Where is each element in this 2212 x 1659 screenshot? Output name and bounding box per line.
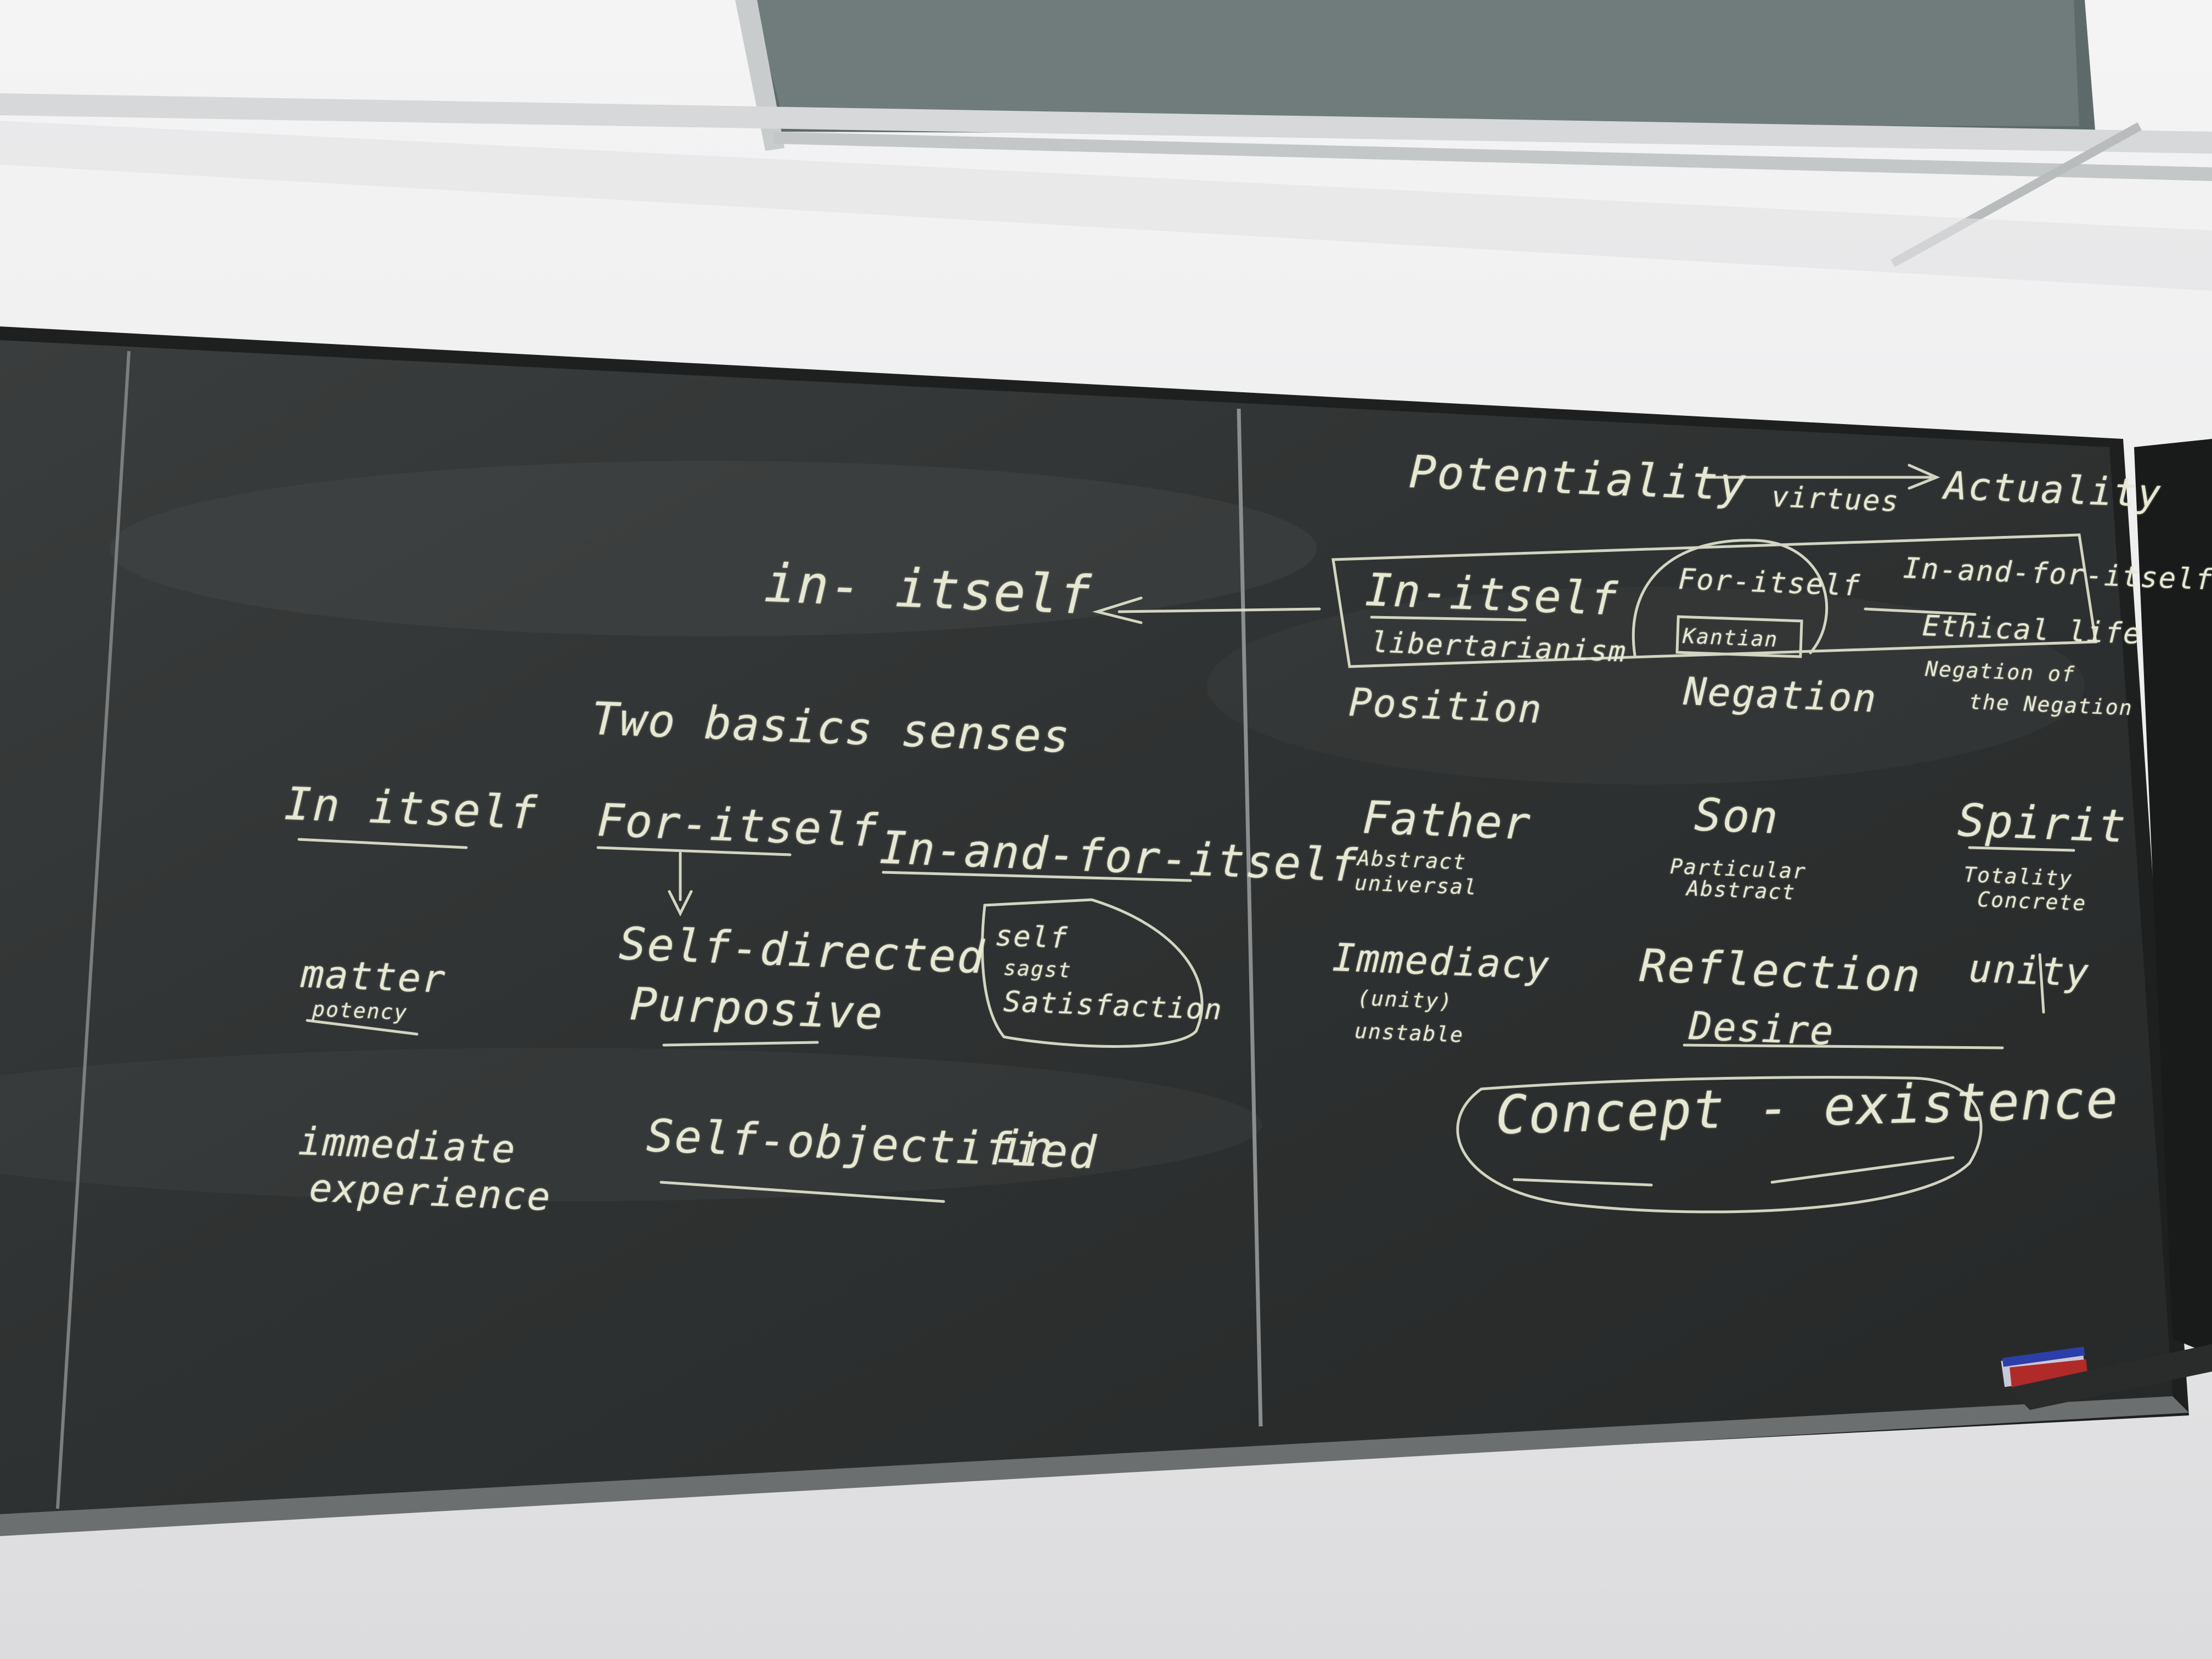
chalk-tray [0, 1396, 2189, 1536]
panel-seam [1237, 408, 1263, 1427]
underline [1770, 1156, 1955, 1184]
son-label: Son [1693, 789, 1780, 844]
chalk-smudge [1207, 587, 2085, 785]
abstract-label: Abstract [1357, 846, 1467, 874]
kantian-label: Kantian [1682, 624, 1779, 652]
abstract-label-2: Abstract [1686, 876, 1796, 905]
tray-ledge [2008, 1344, 2212, 1410]
underline [882, 871, 1192, 882]
adjacent-board-edge [2134, 439, 2212, 1355]
underline [1864, 607, 1977, 616]
ethical-life-label: Ethical life [1921, 610, 2142, 651]
position-label: Position [1348, 680, 1544, 732]
desire-label: Desire [1688, 1003, 1835, 1054]
underline [1968, 846, 2075, 852]
virtues-label: virtues [1770, 481, 1900, 518]
unity-paren-label: (unity) [1357, 986, 1454, 1014]
universal-label: universal [1354, 871, 1478, 900]
strike-line [306, 1019, 419, 1036]
purposive-label: Purposive [629, 978, 885, 1040]
totality-label: Totality [1963, 862, 2073, 891]
unstable-label: unstable [1354, 1019, 1464, 1047]
underline [659, 1181, 945, 1203]
immediate-label: immediate [297, 1119, 517, 1172]
underline [297, 838, 468, 849]
underline [1683, 1043, 2004, 1049]
triad-box [1331, 533, 2097, 668]
unity-stroke [2038, 953, 2045, 1014]
for-itself-label: For-itself [596, 794, 880, 857]
experience-label: experience [308, 1165, 552, 1220]
satisfaction-bubble [981, 898, 1204, 1048]
ceiling-light [0, 0, 2212, 291]
potency-label: potency [312, 997, 409, 1025]
in-label: in [996, 1121, 1055, 1175]
chalk-smudge [0, 1048, 1262, 1201]
negation-label: Negation [1683, 669, 1878, 721]
satisfaction-line-1: self [994, 919, 1069, 956]
reflection-label: Reflection [1638, 940, 1922, 1003]
concept-existence-label: Concept - existence [1494, 1068, 2120, 1146]
underline [662, 1041, 819, 1047]
arrow-head [1908, 464, 1940, 490]
for-itself-loop [1632, 539, 1829, 657]
negation-of-label: Negation of [1925, 657, 2076, 687]
in-itself-heading: in- itself [763, 552, 1093, 627]
underline [596, 846, 792, 856]
underline [1370, 616, 1527, 622]
self-directed-label: Self-directed [618, 918, 986, 984]
triad-in-itself: In-itself [1364, 564, 1620, 626]
matter-label: matter [300, 951, 447, 1002]
unity-label: unity [1968, 946, 2091, 996]
spirit-label: Spirit [1956, 794, 2128, 853]
chalkboard [0, 340, 2172, 1514]
actuality-label: Actuality [1943, 463, 2163, 517]
arrow-line [1118, 607, 1321, 613]
the-negation-label: the Negation [1968, 690, 2134, 720]
arrow-head [1092, 596, 1143, 624]
triad-for-itself: For-itself [1677, 563, 1861, 603]
concept-enclosure [1456, 1076, 1983, 1214]
chalk-lines [297, 464, 2097, 1214]
potentiality-label: Potentiality [1408, 446, 1748, 511]
arrow-head [668, 890, 693, 917]
satisfaction-line-2: sagst [1003, 956, 1073, 983]
panel-seam [56, 351, 131, 1509]
concrete-label: Concrete [1977, 887, 2087, 916]
immediacy-label: Immediacy [1331, 935, 1551, 989]
in-itself-label: In itself [283, 778, 539, 840]
satisfaction-line-3: Satisfaction [1002, 985, 1223, 1027]
underline [1513, 1178, 1653, 1187]
father-label: Father [1361, 792, 1533, 850]
chalk-smudge [110, 461, 1317, 636]
kantian-box [1675, 615, 1803, 658]
